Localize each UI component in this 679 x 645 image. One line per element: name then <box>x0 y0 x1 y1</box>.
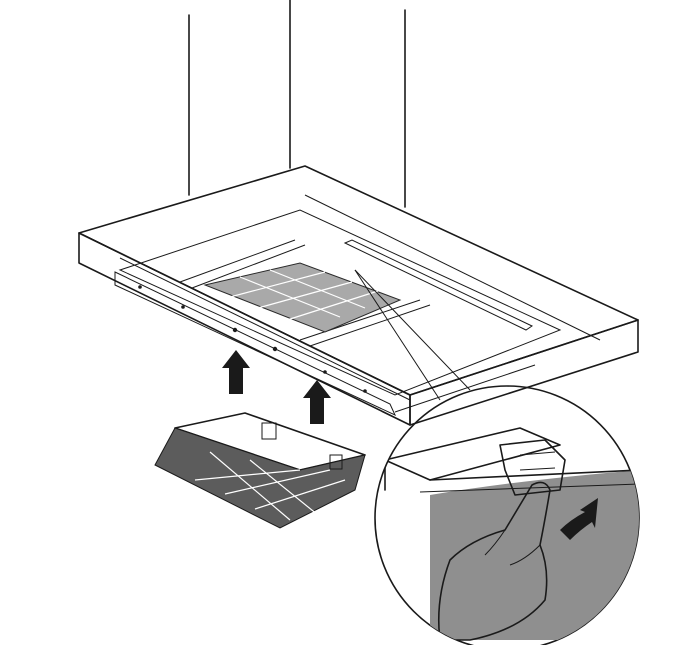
callout-lines <box>354 269 471 401</box>
push-arrow-icon <box>560 498 598 540</box>
detail-zoom <box>374 385 640 645</box>
hood-top-face <box>78 165 639 396</box>
ceiling-rods <box>188 0 406 208</box>
light-slot <box>343 239 534 331</box>
hood-right-face <box>409 319 639 426</box>
filter-clip-right <box>329 454 343 470</box>
carbon-filter-body <box>154 427 366 529</box>
carbon-filter <box>154 412 366 529</box>
zoom-hood-edge <box>384 427 561 481</box>
filter-clip-left <box>261 422 277 440</box>
front-rail <box>114 271 397 417</box>
hood-body <box>78 165 639 426</box>
up-arrow-left-icon <box>222 350 250 394</box>
zoom-clip <box>499 439 566 496</box>
insert-arrows <box>222 350 331 424</box>
zoom-hand <box>437 481 551 641</box>
up-arrow-right-icon <box>303 380 331 424</box>
zoom-filter-surface <box>430 470 639 640</box>
installed-grease-filter <box>203 262 402 333</box>
installed-filter-pane <box>203 262 402 333</box>
hood-underside <box>118 209 562 396</box>
